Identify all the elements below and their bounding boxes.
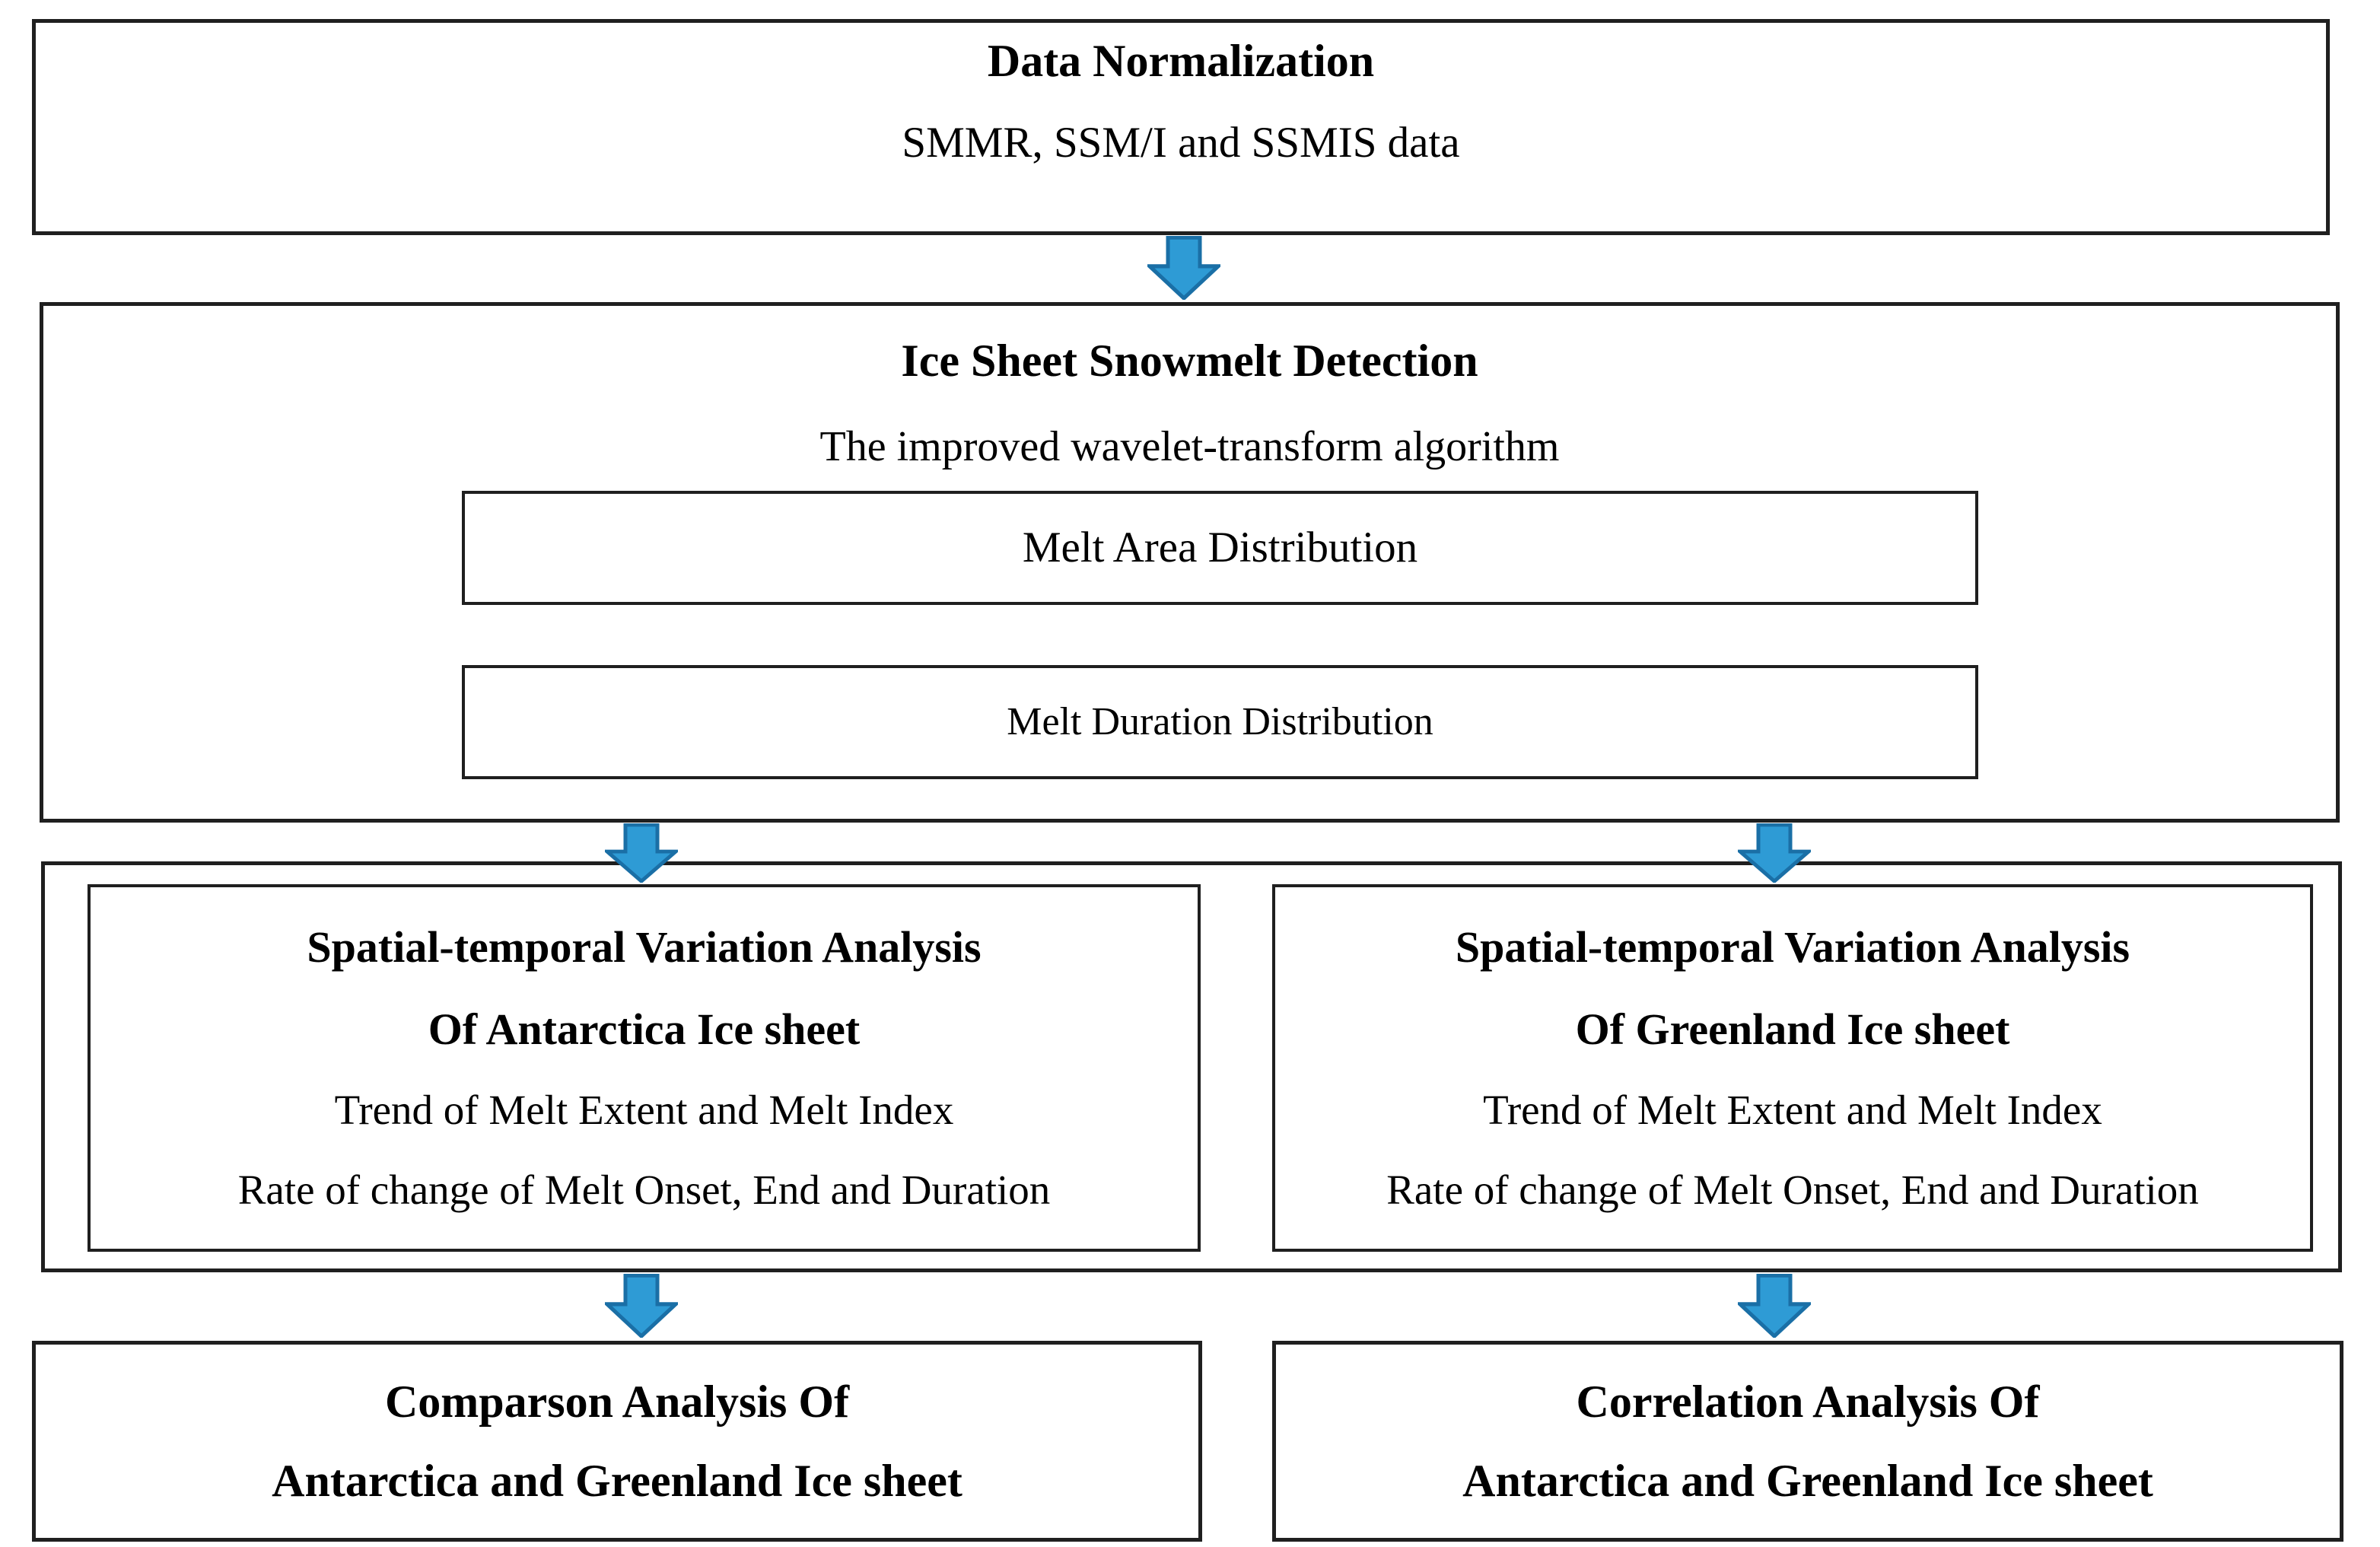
greenland-analysis-title-line1: Spatial-temporal Variation Analysis xyxy=(1455,922,2130,972)
melt-area-distribution-box: Melt Area Distribution xyxy=(462,491,1978,605)
data-normalization-subtitle: SMMR, SSM/I and SSMIS data xyxy=(902,119,1460,167)
comparison-analysis-title-line1: Comparson Analysis Of xyxy=(384,1377,850,1428)
down-arrow-icon xyxy=(1738,823,1811,883)
variation-analysis-wrapper-box: Spatial-temporal Variation Analysis Of A… xyxy=(41,861,2342,1272)
correlation-analysis-box: Correlation Analysis Of Antarctica and G… xyxy=(1272,1341,2343,1542)
data-normalization-box: Data Normalization SMMR, SSM/I and SSMIS… xyxy=(32,19,2330,235)
antarctica-analysis-title-line2: Of Antarctica Ice sheet xyxy=(428,1004,861,1055)
antarctica-analysis-body-line1: Trend of Melt Extent and Melt Index xyxy=(334,1087,954,1134)
melt-area-distribution-label: Melt Area Distribution xyxy=(1022,523,1418,571)
comparison-analysis-box: Comparson Analysis Of Antarctica and Gre… xyxy=(32,1341,1202,1542)
down-arrow-icon xyxy=(605,1274,678,1338)
antarctica-analysis-title-line1: Spatial-temporal Variation Analysis xyxy=(307,922,982,972)
down-arrow-icon xyxy=(1147,236,1220,300)
melt-duration-distribution-box: Melt Duration Distribution xyxy=(462,665,1978,779)
greenland-variation-analysis-box: Spatial-temporal Variation Analysis Of G… xyxy=(1272,884,2313,1252)
snowmelt-detection-box: Ice Sheet Snowmelt Detection The improve… xyxy=(40,302,2340,823)
correlation-analysis-title-line1: Correlation Analysis Of xyxy=(1576,1377,2040,1428)
antarctica-analysis-body-line2: Rate of change of Melt Onset, End and Du… xyxy=(237,1166,1051,1213)
down-arrow-icon xyxy=(1738,1274,1811,1338)
data-normalization-title: Data Normalization xyxy=(987,36,1375,86)
antarctica-variation-analysis-box: Spatial-temporal Variation Analysis Of A… xyxy=(88,884,1201,1252)
greenland-analysis-body-line2: Rate of change of Melt Onset, End and Du… xyxy=(1386,1166,2199,1213)
melt-duration-distribution-label: Melt Duration Distribution xyxy=(1007,699,1433,743)
correlation-analysis-title-line2: Antarctica and Greenland Ice sheet xyxy=(1462,1455,2153,1506)
comparison-analysis-title-line2: Antarctica and Greenland Ice sheet xyxy=(272,1455,963,1506)
greenland-analysis-title-line2: Of Greenland Ice sheet xyxy=(1575,1004,2010,1055)
down-arrow-icon xyxy=(605,823,678,883)
greenland-analysis-body-line1: Trend of Melt Extent and Melt Index xyxy=(1483,1087,2102,1134)
snowmelt-detection-subtitle: The improved wavelet-transform algorithm xyxy=(819,423,1560,470)
snowmelt-detection-title: Ice Sheet Snowmelt Detection xyxy=(901,336,1478,386)
